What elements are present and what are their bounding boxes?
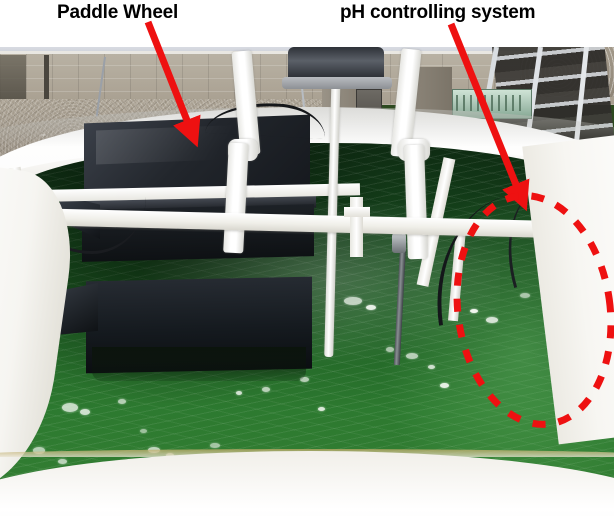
water-foam-spot <box>262 387 270 392</box>
water-foam-spot <box>236 391 242 395</box>
water-foam-spot <box>366 305 376 310</box>
water-foam-spot <box>62 403 78 412</box>
raceway-pond-photograph <box>0 47 614 516</box>
water-foam-spot <box>80 409 90 415</box>
water-foam-spot <box>210 443 220 448</box>
water-foam-spot <box>140 429 147 433</box>
ph-probe-head <box>392 233 406 253</box>
water-foam-spot <box>118 399 126 404</box>
water-foam-spot <box>406 353 418 359</box>
wall-shadow-left <box>0 55 26 103</box>
pvc-pipe-right-lower <box>404 145 428 260</box>
pump-motor <box>288 47 384 81</box>
label-paddle-wheel: Paddle Wheel <box>57 2 178 24</box>
water-foam-spot <box>318 407 325 411</box>
water-foam-spot <box>344 297 362 305</box>
water-foam-spot <box>58 459 67 464</box>
label-ph-controlling-system: pH controlling system <box>340 2 535 24</box>
pond-rail-post-cap <box>344 207 370 217</box>
water-foam-spot <box>440 383 449 388</box>
control-panel-detail <box>456 95 526 111</box>
pump-motor-base <box>282 77 392 89</box>
water-foam-spot <box>386 347 394 352</box>
wall-post <box>44 55 49 105</box>
water-foam-spot <box>428 365 435 369</box>
pond-rail-post <box>350 197 363 257</box>
paddle-wheel-waterline <box>92 347 306 381</box>
